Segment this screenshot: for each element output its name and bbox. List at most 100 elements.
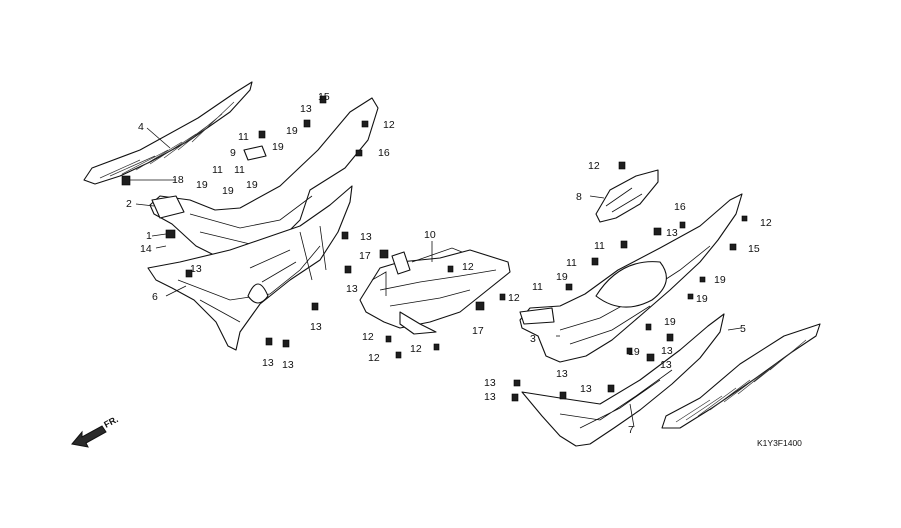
part-2-left-inner-cover: [149, 97, 379, 259]
callout-12: 12: [362, 331, 374, 343]
callout-18: 18: [172, 174, 184, 186]
callout-19: 19: [286, 125, 298, 137]
front-arrow-icon: [71, 425, 107, 448]
callout-13: 13: [661, 345, 673, 357]
part-4-floor-mat-left: [83, 81, 253, 185]
part-8-right-inner-panel: [595, 169, 659, 223]
callout-19: 19: [196, 179, 208, 191]
part-3-right-inner-cover: [519, 193, 743, 363]
part-5-floor-mat-right: [661, 323, 821, 429]
callout-12: 12: [383, 119, 395, 131]
fastener: [361, 120, 369, 128]
callout-19: 19: [696, 293, 708, 305]
callout-13: 13: [310, 321, 322, 333]
fastener: [303, 119, 311, 128]
callout-19: 19: [246, 179, 258, 191]
front-direction-marker: FR.: [71, 414, 120, 448]
callout-13: 13: [190, 263, 202, 275]
callout-19: 19: [664, 316, 676, 328]
callout-19: 19: [222, 185, 234, 197]
callout-15: 15: [748, 243, 760, 255]
fastener: [620, 240, 628, 249]
fastener: [679, 221, 686, 229]
callout-5: 5: [740, 323, 746, 335]
callout-16: 16: [378, 147, 390, 159]
fastener: [653, 227, 662, 236]
fastener: [379, 249, 389, 259]
callout-12: 12: [760, 217, 772, 229]
callout-19: 19: [714, 274, 726, 286]
callout-14: 14: [140, 243, 152, 255]
fastener: [319, 95, 327, 104]
callout-19: 19: [628, 346, 640, 358]
fastener: [258, 130, 266, 139]
fastener: [433, 343, 440, 351]
fastener: [499, 293, 506, 301]
fastener: [311, 302, 319, 311]
fastener: [447, 265, 454, 273]
fastener: [341, 231, 349, 240]
fastener: [559, 391, 567, 400]
callouts: 15 13 12 4 11 19 19 9 16 11 11 18 19 19 …: [126, 91, 772, 436]
fastener: [687, 293, 694, 300]
callout-13: 13: [346, 283, 358, 295]
callout-11: 11: [212, 164, 223, 176]
callout-13: 13: [262, 357, 274, 369]
fasteners: [121, 95, 748, 402]
callout-13: 13: [282, 359, 294, 371]
callout-12: 12: [368, 352, 380, 364]
callout-11: 11: [234, 164, 245, 176]
fastener: [475, 301, 485, 311]
callout-8: 8: [576, 191, 582, 203]
callout-12: 12: [462, 261, 474, 273]
fastener: [344, 265, 352, 274]
callout-13: 13: [484, 391, 496, 403]
leader-lines: [130, 127, 742, 428]
callout-12: 12: [410, 343, 422, 355]
callout-13: 13: [360, 231, 372, 243]
fastener: [626, 347, 633, 355]
callout-9: 9: [230, 147, 236, 159]
fastener: [511, 393, 519, 402]
fastener: [607, 384, 615, 393]
callout-11: 11: [238, 131, 249, 143]
callout-12: 12: [508, 292, 520, 304]
fastener: [121, 175, 131, 186]
fastener: [395, 351, 402, 359]
callout-13: 13: [484, 377, 496, 389]
callout-17: 17: [359, 250, 371, 262]
callout-13: 13: [580, 383, 592, 395]
fastener: [282, 339, 290, 348]
callout-11: 11: [594, 240, 605, 252]
callout-15: 15: [318, 91, 330, 103]
callout-4: 4: [138, 121, 144, 133]
fastener: [385, 335, 392, 343]
fastener: [741, 215, 748, 222]
fastener: [355, 149, 363, 157]
fastener: [185, 269, 193, 278]
callout-13: 13: [660, 359, 672, 371]
fastener: [699, 276, 706, 283]
callout-13: 13: [300, 103, 312, 115]
callout-19: 19: [272, 141, 284, 153]
fastener: [646, 353, 655, 362]
callout-1: 1: [146, 230, 152, 242]
part-7-right-lower-cover: [521, 313, 725, 447]
callout-13: 13: [556, 368, 568, 380]
fastener: [265, 337, 273, 346]
callout-6: 6: [152, 291, 158, 303]
callout-12: 12: [588, 160, 600, 172]
callout-11: 11: [532, 281, 543, 293]
callout-17: 17: [472, 325, 484, 337]
part-10-center-bracket: [359, 247, 511, 335]
callout-13: 13: [666, 227, 678, 239]
callout-16: 16: [674, 201, 686, 213]
diagram-code: K1Y3F1400: [757, 438, 802, 448]
fastener: [565, 283, 573, 291]
fastener: [513, 379, 521, 387]
callout-7: 7: [628, 424, 634, 436]
fastener: [666, 333, 674, 342]
fastener: [165, 229, 176, 239]
